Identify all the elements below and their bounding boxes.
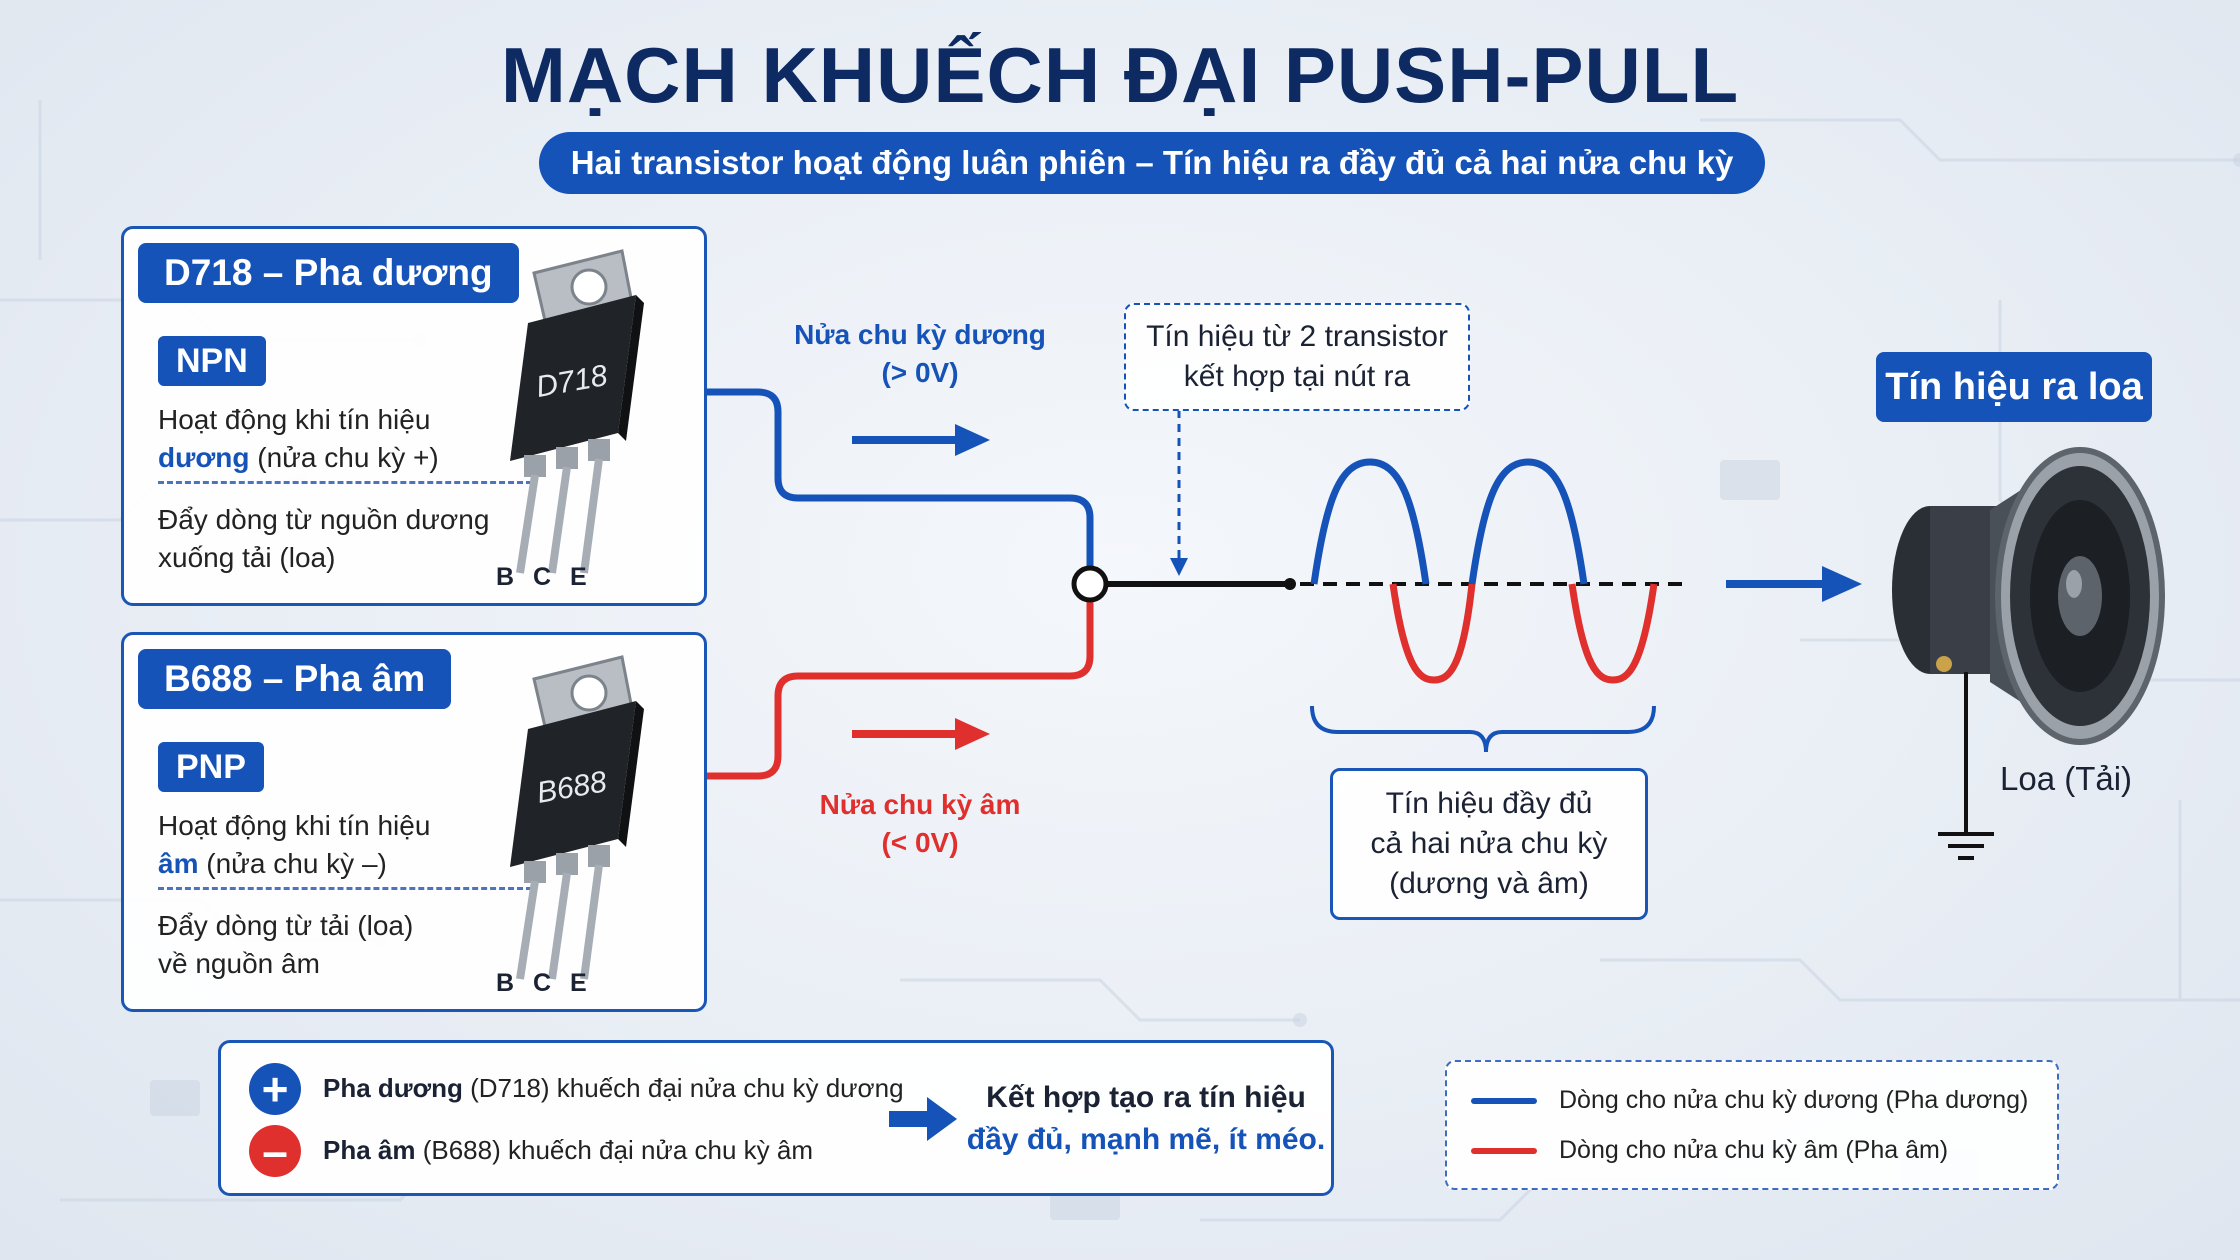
- legend-positive-swatch: [1471, 1098, 1537, 1104]
- positive-half-label-line1: Nửa chu kỳ dương: [794, 319, 1046, 350]
- pnp-highlight: âm: [158, 848, 199, 879]
- minus-icon: –: [249, 1125, 301, 1177]
- pnp-condition-line2: (nửa chu kỳ –): [198, 848, 387, 879]
- arrow-right-icon: [889, 1097, 957, 1141]
- negative-half-label: Nửa chu kỳ âm (< 0V): [770, 786, 1070, 862]
- divider: [158, 887, 532, 890]
- negative-half-label-line1: Nửa chu kỳ âm: [819, 789, 1021, 820]
- legend-negative-label: Dòng cho nửa chu kỳ âm (Pha âm): [1559, 1136, 1949, 1164]
- transistor-icon: B688: [510, 655, 644, 980]
- summary-negative-bold: Pha âm: [323, 1135, 416, 1165]
- transistor-icon: D718: [510, 249, 644, 574]
- positive-half-wave: [1468, 458, 1588, 585]
- divider: [158, 481, 532, 484]
- positive-half-wave: [1310, 458, 1430, 585]
- summary-positive: Pha dương (D718) khuếch đại nửa chu kỳ d…: [323, 1073, 904, 1104]
- summary-result-line1: Kết hợp tạo ra tín hiệu: [986, 1081, 1306, 1114]
- npn-transistor-card: D718 – Pha dương NPN Hoạt động khi tín h…: [121, 226, 707, 606]
- npn-highlight: dương: [158, 442, 250, 473]
- arrow-right-icon: [852, 718, 990, 750]
- pnp-badge: PNP: [158, 742, 264, 792]
- legend-negative-swatch: [1471, 1148, 1537, 1154]
- negative-current-path: [704, 584, 1094, 780]
- npn-card-header: D718 – Pha dương: [138, 243, 519, 303]
- summary-result-line2: đầy đủ, mạnh mẽ, ít méo.: [966, 1123, 1326, 1156]
- page-title: MẠCH KHUẾCH ĐẠI PUSH-PULL: [500, 31, 1740, 119]
- summary-box: + Pha dương (D718) khuếch đại nửa chu kỳ…: [218, 1040, 1334, 1196]
- callout-line1: Tín hiệu từ 2 transistor: [1146, 320, 1448, 353]
- pin-labels: B C E: [496, 969, 593, 997]
- positive-half-label-line2: (> 0V): [881, 357, 959, 388]
- positive-current-path: [704, 388, 1094, 584]
- pnp-condition-line1: Hoạt động khi tín hiệu: [158, 810, 431, 841]
- full-signal-box: Tín hiệu đầy đủ cả hai nửa chu kỳ (dương…: [1330, 768, 1648, 920]
- npn-desc-line1: Đẩy dòng từ nguồn dương: [158, 504, 490, 535]
- pin-labels: B C E: [496, 563, 593, 591]
- legend-positive-label: Dòng cho nửa chu kỳ dương (Pha dương): [1559, 1086, 2029, 1114]
- positive-half-label: Nửa chu kỳ dương (> 0V): [770, 316, 1070, 392]
- summary-negative: Pha âm (B688) khuếch đại nửa chu kỳ âm: [323, 1135, 813, 1166]
- callout-line2: kết hợp tại nút ra: [1183, 360, 1411, 393]
- pnp-card-header: B688 – Pha âm: [138, 649, 452, 709]
- pnp-desc-line2: về nguồn âm: [158, 948, 320, 979]
- speaker-label: Loa (Tải): [2000, 760, 2133, 797]
- brace: [1310, 705, 1656, 753]
- npn-condition-line1: Hoạt động khi tín hiệu: [158, 404, 431, 435]
- full-signal-line1: Tín hiệu đầy đủ: [1385, 787, 1593, 820]
- summary-positive-bold: Pha dương: [323, 1073, 463, 1103]
- negative-half-wave: [1568, 583, 1658, 684]
- pnp-transistor-card: B688 – Pha âm PNP Hoạt động khi tín hiệu…: [121, 632, 707, 1012]
- summary-negative-text: (B688) khuếch đại nửa chu kỳ âm: [415, 1135, 814, 1165]
- full-signal-line2: cả hai nửa chu kỳ: [1370, 827, 1608, 860]
- summary-positive-text: (D718) khuếch đại nửa chu kỳ dương: [462, 1073, 904, 1103]
- full-signal-line3: (dương và âm): [1389, 867, 1589, 900]
- npn-desc-line2: xuống tải (loa): [158, 542, 336, 573]
- output-node-callout: Tín hiệu từ 2 transistor kết hợp tại nút…: [1124, 303, 1470, 411]
- output-node: [1071, 565, 1109, 603]
- output-badge: Tín hiệu ra loa: [1876, 352, 2152, 422]
- legend: Dòng cho nửa chu kỳ dương (Pha dương) Dò…: [1445, 1060, 2059, 1190]
- npn-badge: NPN: [158, 336, 266, 386]
- negative-half-label-line2: (< 0V): [881, 827, 959, 858]
- ground-icon: [1938, 672, 1994, 860]
- speaker-icon: [1892, 447, 2165, 745]
- negative-half-wave: [1389, 583, 1476, 684]
- pnp-desc-line1: Đẩy dòng từ tải (loa): [158, 910, 414, 941]
- plus-icon: +: [249, 1063, 301, 1115]
- subtitle-banner: Hai transistor hoạt động luân phiên – Tí…: [539, 132, 1765, 194]
- arrow-right-icon: [1726, 566, 1862, 602]
- arrow-right-icon: [852, 424, 990, 456]
- npn-condition-line2: (nửa chu kỳ +): [249, 442, 439, 473]
